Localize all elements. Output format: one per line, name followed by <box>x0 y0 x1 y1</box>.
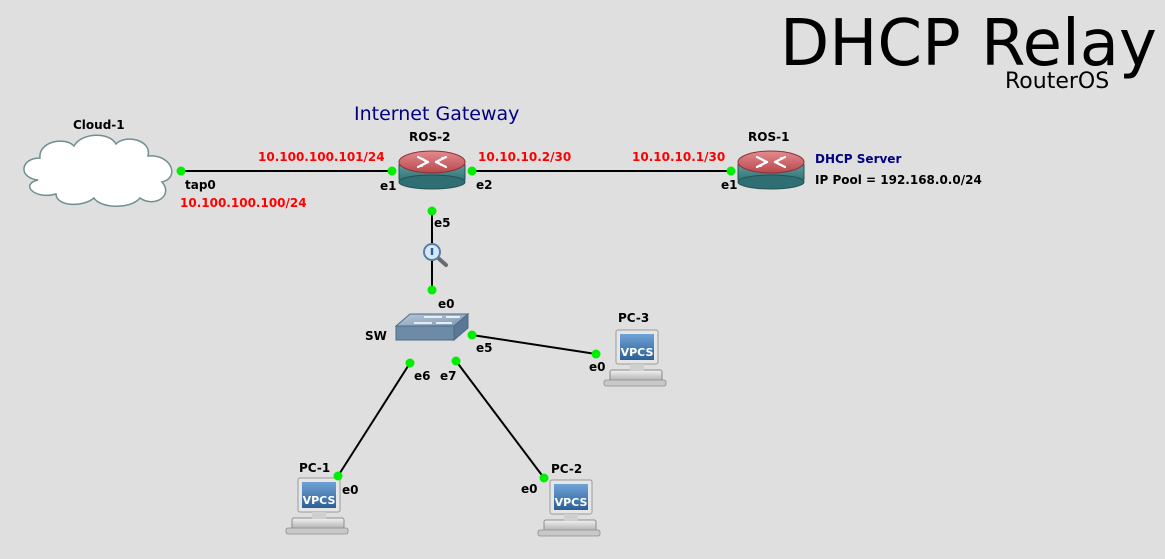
port-dot-sw-e5 <box>467 330 477 340</box>
switch-icon[interactable] <box>394 312 470 342</box>
ros2-label: ROS-2 <box>409 130 451 144</box>
link-sw-pc3[interactable] <box>471 334 597 355</box>
port-label-ros1-e1: e1 <box>721 178 738 192</box>
port-label-sw-e7: e7 <box>440 369 457 383</box>
pc3-label: PC-3 <box>618 311 650 325</box>
port-dot-pc2-e0 <box>539 473 549 483</box>
router-icon[interactable] <box>397 149 467 191</box>
port-dot-ros2-e1 <box>387 166 397 176</box>
port-label-sw-e0: e0 <box>438 297 455 311</box>
port-label-cloud-tap0: tap0 <box>185 178 216 192</box>
ip-ros2-e2: 10.10.10.2/30 <box>478 150 572 164</box>
ip-cloud-tap0: 10.100.100.100/24 <box>180 196 307 210</box>
port-label-sw-e5: e5 <box>476 341 493 355</box>
cloud-icon[interactable] <box>23 134 173 207</box>
port-label-ros2-e5: e5 <box>434 216 451 230</box>
port-dot-cloud-tap0 <box>176 166 186 176</box>
pc1-label: PC-1 <box>299 461 331 475</box>
port-dot-pc1-e0 <box>333 471 343 481</box>
pc2-label: PC-2 <box>551 462 583 476</box>
internet-gateway-caption: Internet Gateway <box>354 103 520 125</box>
ip-ros2-e1: 10.100.100.101/24 <box>258 150 385 164</box>
diagram-title: DHCP Relay <box>780 7 1157 81</box>
switch-label: SW <box>365 329 387 343</box>
ip-pool-note: IP Pool = 192.168.0.0/24 <box>815 173 982 187</box>
port-dot-ros2-e2 <box>467 166 477 176</box>
link-sw-pc1[interactable] <box>337 362 411 477</box>
port-dot-sw-e0 <box>427 285 437 295</box>
router-icon[interactable] <box>736 149 806 191</box>
port-label-pc3-e0: e0 <box>589 360 606 374</box>
ros1-label: ROS-1 <box>748 130 790 144</box>
port-dot-ros1-e1 <box>726 166 736 176</box>
pc3-screen-text: VPCS <box>621 346 654 359</box>
port-dot-ros2-e5 <box>427 206 437 216</box>
packet-capture-icon[interactable] <box>423 243 448 267</box>
pc1-screen-text: VPCS <box>303 494 336 507</box>
dhcp-server-note: DHCP Server <box>815 152 902 166</box>
port-label-sw-e6: e6 <box>414 369 431 383</box>
port-dot-sw-e7 <box>451 356 461 366</box>
pc2-screen-text: VPCS <box>555 496 588 509</box>
port-label-ros2-e2: e2 <box>476 178 493 192</box>
diagram-subtitle: RouterOS <box>1005 69 1110 94</box>
link-sw-pc2[interactable] <box>455 360 545 479</box>
port-label-ros2-e1: e1 <box>380 179 397 193</box>
ip-ros1-e1: 10.10.10.1/30 <box>632 150 726 164</box>
port-label-pc2-e0: e0 <box>521 482 538 496</box>
cloud-label: Cloud-1 <box>73 118 125 132</box>
port-dot-sw-e6 <box>405 358 415 368</box>
port-dot-pc3-e0 <box>591 349 601 359</box>
port-label-pc1-e0: e0 <box>342 483 359 497</box>
